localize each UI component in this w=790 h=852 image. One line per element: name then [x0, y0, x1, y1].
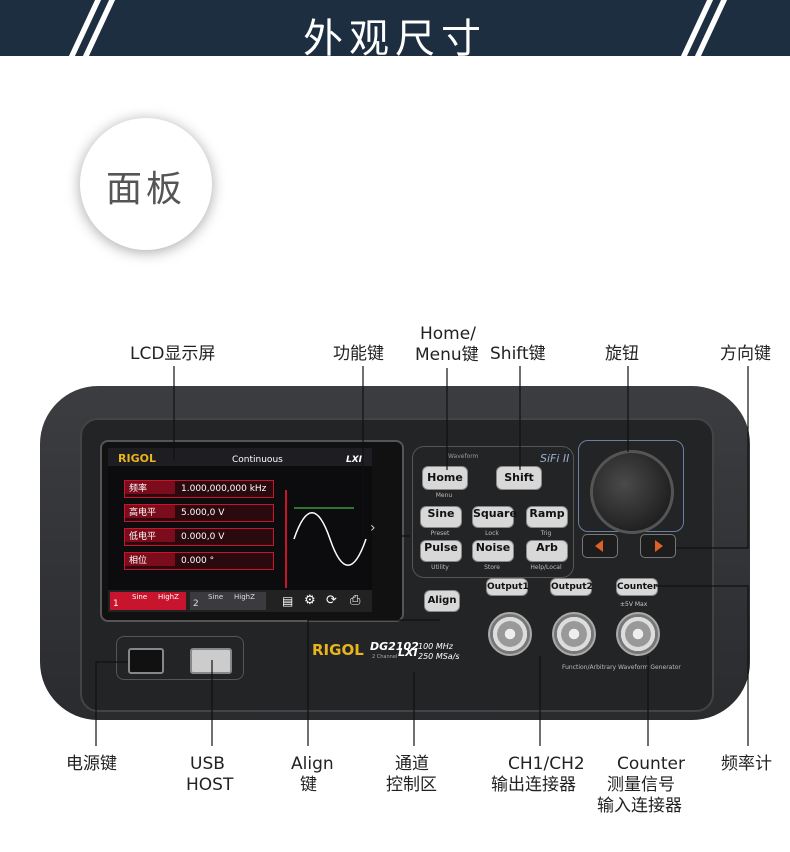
- ch2-bnc-connector[interactable]: [552, 612, 596, 656]
- menu-label: Menu: [435, 492, 453, 499]
- model-freq: 100 MHz: [418, 642, 453, 651]
- section-label: 面板: [105, 169, 186, 210]
- left-arrow-button[interactable]: [582, 534, 618, 558]
- ch2-num: 2: [193, 599, 199, 609]
- gear-icon[interactable]: ⚙: [304, 593, 316, 608]
- ch1-num: 1: [113, 599, 119, 609]
- align-button[interactable]: Align: [424, 590, 460, 612]
- utility-label: Utility: [431, 564, 449, 571]
- callout-ch-1: CH1/CH2: [508, 754, 585, 774]
- callout-function-keys: 功能键: [333, 344, 384, 364]
- output2-button[interactable]: Output2: [550, 578, 593, 596]
- model-lxi: LXI: [398, 646, 418, 659]
- shift-button[interactable]: Shift: [496, 466, 542, 490]
- callout-knob: 旋钮: [605, 344, 639, 364]
- callout-align-1: Align: [291, 754, 334, 774]
- callout-ch-2: 输出连接器: [491, 775, 576, 795]
- header-bar: [0, 0, 790, 56]
- screen-mode: Continuous: [232, 455, 283, 465]
- ch1-tab[interactable]: 1 Sine HighZ: [110, 592, 186, 610]
- page-title: 外观尺寸: [303, 16, 487, 62]
- output1-button[interactable]: Output1: [486, 578, 529, 596]
- callout-counter-2: 测量信号: [607, 775, 675, 795]
- left-arrow-icon: [595, 540, 603, 552]
- square-button[interactable]: Square: [472, 506, 517, 528]
- ch2-wave: Sine: [208, 593, 224, 601]
- screen-lxi: LXI: [346, 455, 363, 465]
- power-switch[interactable]: [128, 648, 164, 674]
- right-arrow-button[interactable]: [640, 534, 676, 558]
- noise-button[interactable]: Noise: [472, 540, 514, 562]
- preset-label: Preset: [430, 530, 450, 537]
- callout-direction: 方向键: [720, 344, 771, 364]
- print-icon[interactable]: ⎙: [350, 593, 361, 608]
- usb-host-port[interactable]: [190, 648, 232, 674]
- ch1-load: HighZ: [158, 593, 179, 601]
- callout-counter-1: Counter: [617, 754, 685, 774]
- callout-lcd: LCD显示屏: [130, 344, 216, 364]
- rotary-knob[interactable]: [590, 450, 674, 534]
- callout-usb-2: HOST: [186, 775, 234, 795]
- counter-bnc-connector[interactable]: [616, 612, 660, 656]
- ch2-tab[interactable]: 2 Sine HighZ: [190, 592, 266, 610]
- store-label: Store: [484, 564, 500, 571]
- callout-counter-3: 输入连接器: [597, 796, 682, 816]
- pulse-button[interactable]: Pulse: [420, 540, 462, 562]
- callout-power: 电源键: [66, 754, 117, 774]
- lock-label: Lock: [485, 530, 499, 537]
- max-voltage-label: ±5V Max: [620, 601, 648, 608]
- counter-button[interactable]: Counter: [616, 578, 658, 596]
- callout-home-2: Menu键: [415, 345, 479, 365]
- ch1-wave: Sine: [132, 593, 148, 601]
- sifi-logo: SiFi II: [540, 452, 570, 465]
- ch1-bnc-connector[interactable]: [488, 612, 532, 656]
- screen-brand: RIGOL: [118, 452, 156, 465]
- sine-wave-preview: ›: [285, 490, 376, 588]
- help-local-label: Help/Local: [530, 564, 562, 571]
- home-button[interactable]: Home: [422, 466, 468, 490]
- callout-channel-1: 通道: [395, 754, 429, 774]
- arb-button[interactable]: Arb: [526, 540, 568, 562]
- svg-text:›: ›: [370, 520, 376, 536]
- ramp-button[interactable]: Ramp: [526, 506, 568, 528]
- callout-usb-1: USB: [190, 754, 225, 774]
- model-channel: 2 Channel: [372, 654, 398, 660]
- power-usb-frame: [116, 636, 244, 680]
- file-icon[interactable]: ▤: [282, 594, 294, 608]
- sync-icon[interactable]: ⟳: [326, 593, 337, 608]
- sine-button[interactable]: Sine: [420, 506, 462, 528]
- callout-shift: Shift键: [490, 344, 546, 364]
- ch2-load: HighZ: [234, 593, 255, 601]
- trig-label: Trig: [540, 530, 552, 537]
- right-arrow-icon: [655, 540, 663, 552]
- model-rate: 250 MSa/s: [418, 652, 460, 661]
- model-name: DG2102: [370, 640, 419, 653]
- callout-home-1: Home/: [420, 324, 476, 344]
- keypad-area: [412, 446, 574, 578]
- callout-align-2: 键: [300, 775, 317, 795]
- callout-channel-2: 控制区: [386, 775, 437, 795]
- model-brand: RIGOL: [312, 641, 364, 659]
- section-badge: [80, 118, 212, 250]
- waveform-label: Waveform: [448, 453, 479, 460]
- callout-freq-counter: 频率计: [721, 754, 772, 774]
- model-footer: Function/Arbitrary Waveform Generator: [562, 664, 681, 671]
